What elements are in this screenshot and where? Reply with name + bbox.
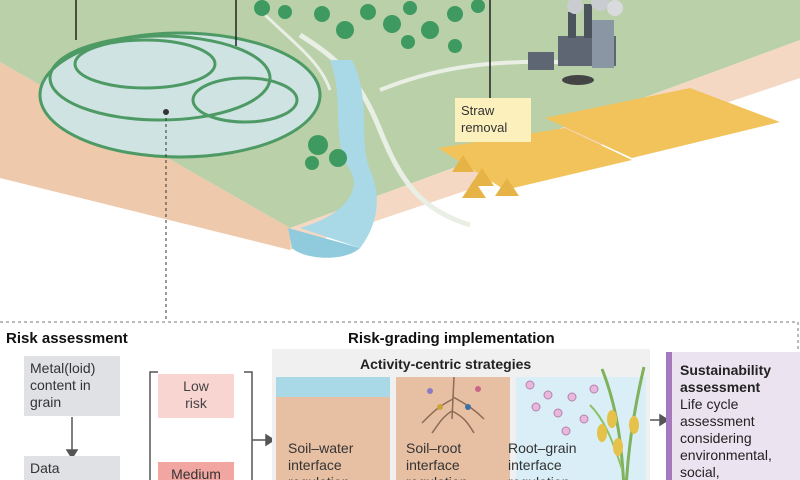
sustainability-body: Life cycle assessment considering enviro…	[680, 396, 794, 480]
risk-medium-badge: Medium	[158, 462, 234, 480]
activity-title: Activity-centric strategies	[360, 356, 531, 372]
soil-water-label: Soil–water interface regulation	[288, 440, 353, 480]
paddy-terraces	[40, 33, 320, 157]
straw-removal-label: Straw removal	[455, 98, 531, 142]
risk-assessment-title: Risk assessment	[6, 330, 128, 347]
straw-removal-text: Straw removal	[461, 103, 507, 135]
root-grain-label: Root–grain interface regulation	[508, 440, 577, 480]
risk-low-badge: Low risk	[158, 374, 234, 418]
step-metal-content: Metal(loid) content in grain	[24, 356, 120, 416]
sustainability-title: Sustainability assessment	[680, 362, 794, 396]
risk-grading-title: Risk-grading implementation	[348, 330, 555, 347]
callout-dot	[163, 109, 169, 115]
sustainability-box: Sustainability assessment Life cycle ass…	[666, 352, 800, 480]
step-data: Data	[24, 456, 120, 480]
soil-root-label: Soil–root interface regulation	[406, 440, 468, 480]
